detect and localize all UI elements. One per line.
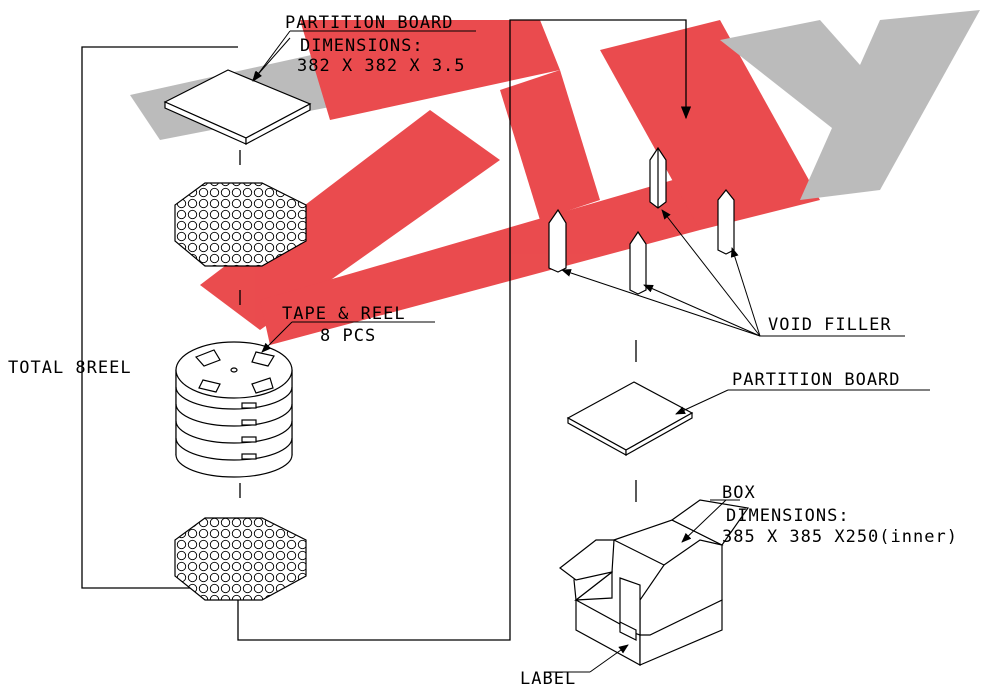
partition-board-right-label: PARTITION BOARD: [732, 370, 901, 390]
void-filler-label: VOID FILLER: [768, 315, 892, 335]
labels: PARTITION BOARD DIMENSIONS: 382 X 382 X …: [8, 13, 958, 687]
cushion-top: [174, 182, 307, 267]
tape-reel-label: TAPE & REEL: [282, 304, 406, 324]
watermark-red-l: [500, 70, 600, 220]
cushion-bottom: [174, 517, 307, 601]
watermark-red-band-top: [300, 20, 560, 120]
box: [559, 499, 750, 667]
left-bracket: [81, 46, 238, 589]
box-label: BOX: [722, 483, 756, 503]
partition-board-top: [163, 69, 312, 145]
watermark-red-bar: [260, 175, 700, 345]
reel-stack: [175, 341, 293, 478]
stack-dashes: [239, 150, 637, 502]
flow-line: [237, 19, 692, 641]
void-filler-arrows: [561, 209, 905, 337]
box-dimensions-label: DIMENSIONS:: [726, 506, 850, 526]
tape-reel-count-label: 8 PCS: [320, 326, 376, 346]
partition-board-top-label: PARTITION BOARD: [285, 13, 454, 33]
partition-board-top-size-label: 382 X 382 X 3.5: [297, 56, 466, 76]
partition-board-right: [566, 381, 694, 457]
watermark: [130, 10, 980, 345]
watermark-red-diagonal: [200, 110, 500, 330]
watermark-red-right: [600, 20, 820, 230]
watermark-gray-x-leg: [800, 10, 980, 200]
box-size-label: 385 X 385 X250(inner): [722, 527, 958, 547]
partition-board-top-dimensions-label: DIMENSIONS:: [300, 36, 424, 56]
total-reels-label: TOTAL 8REEL: [8, 358, 132, 378]
grouping-bracket: [81, 19, 692, 641]
void-fillers: [548, 146, 735, 295]
label-label: LABEL: [520, 669, 576, 687]
